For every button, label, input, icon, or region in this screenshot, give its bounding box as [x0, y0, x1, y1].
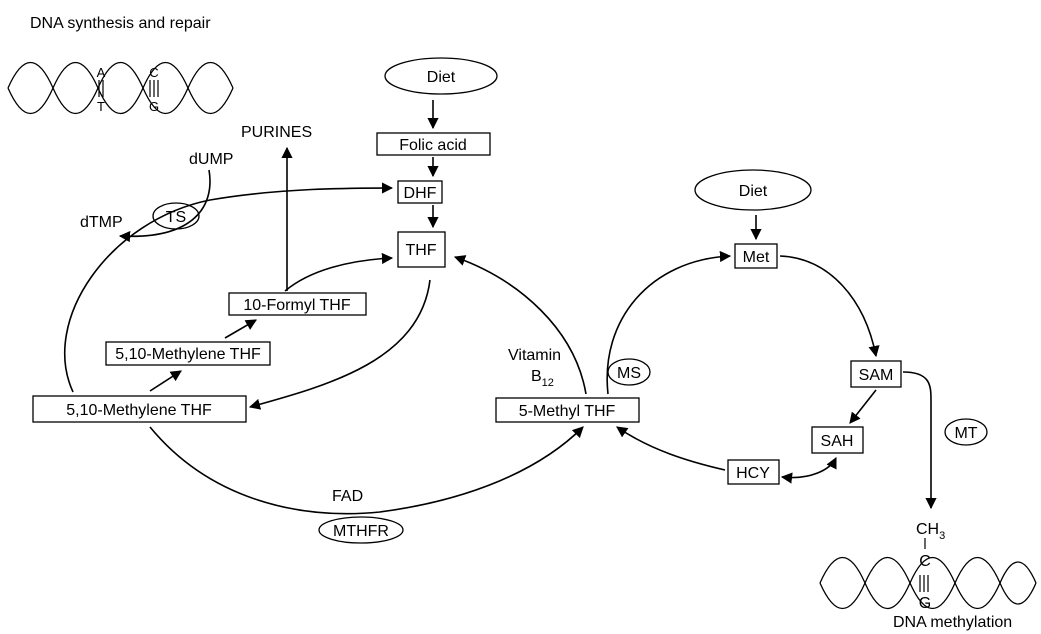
- dump-label: dUMP: [189, 151, 233, 168]
- hcy-label: HCY: [736, 465, 770, 482]
- ms-label: MS: [617, 365, 641, 382]
- formyl-thf-label: 10-Formyl THF: [243, 297, 350, 314]
- ch3-label: CH3: [916, 521, 945, 542]
- hcy-box: [727, 459, 780, 485]
- arrow-thf-methylene: [248, 279, 431, 410]
- sam-box: [850, 360, 902, 388]
- met-box: [734, 243, 778, 269]
- base-a: A: [97, 65, 106, 80]
- arrow-methylene-formyl: [224, 319, 257, 339]
- pathway-arrows: [63, 100, 937, 515]
- diet-met-label: Diet: [739, 183, 768, 200]
- sam-label: SAM: [859, 367, 894, 384]
- arrow-methylene-methylene: [149, 370, 182, 392]
- base-c: C: [919, 553, 931, 570]
- base-g: G: [149, 99, 159, 114]
- synthesis-title: DNA synthesis and repair: [30, 15, 211, 32]
- diet-met-oval: [694, 169, 812, 211]
- arrow-methylene-methyl: [149, 426, 584, 515]
- diet-label: Diet: [427, 69, 456, 86]
- arrow-sam-dna: [902, 371, 937, 510]
- sah-label: SAH: [821, 433, 854, 450]
- arrow-met-sam: [779, 255, 880, 358]
- methyl-thf-label: 5-Methyl THF: [519, 403, 616, 420]
- base-c: C: [149, 65, 158, 80]
- arrow-dump-dtmp: [118, 169, 211, 243]
- arrow-methyl-thf: [453, 255, 587, 395]
- dna-helix-top-icon: A T C G: [7, 61, 234, 115]
- thf-box: [397, 231, 446, 268]
- vitamin-label: Vitamin: [508, 347, 561, 364]
- mthfr-label: MTHFR: [333, 523, 389, 540]
- mt-enzyme-oval: [944, 418, 988, 446]
- arrow-formyl-thf: [284, 252, 394, 292]
- sah-box: [811, 426, 864, 454]
- base-g: G: [919, 595, 931, 612]
- ts-label: TS: [166, 209, 186, 226]
- diet-oval: [384, 57, 498, 95]
- methyl-thf-box: [495, 397, 640, 423]
- purines-label: PURINES: [241, 124, 312, 141]
- methylene-thf-lower-box: [32, 395, 247, 423]
- methylation-title: DNA methylation: [893, 614, 1012, 631]
- formyl-thf-box: [228, 292, 367, 316]
- thf-label: THF: [405, 242, 436, 259]
- fad-label: FAD: [332, 488, 363, 505]
- methylene-thf-upper-label: 5,10-Methylene THF: [115, 346, 261, 363]
- folic-acid-box: [376, 132, 491, 156]
- dtmp-label: dTMP: [80, 214, 123, 231]
- met-label: Met: [743, 249, 770, 266]
- dhf-box: [397, 180, 443, 204]
- methylene-thf-lower-label: 5,10-Methylene THF: [66, 402, 212, 419]
- b12-label: B12: [531, 368, 554, 389]
- arrow-methyl-met: [606, 250, 732, 395]
- dhf-label: DHF: [404, 185, 437, 202]
- mthfr-enzyme-oval: [318, 516, 404, 544]
- mt-label: MT: [954, 425, 977, 442]
- arrow-sam-sah: [849, 389, 877, 424]
- arrow-hcy-methyl: [616, 426, 726, 471]
- folic-acid-label: Folic acid: [399, 137, 467, 154]
- dna-helix-bottom-icon: CH3 C G: [819, 521, 1037, 612]
- arrow-methylene-dhf: [63, 182, 394, 393]
- arrow-sah-hcy: [780, 456, 837, 484]
- base-t: T: [97, 99, 105, 114]
- methylene-thf-upper-box: [105, 341, 271, 366]
